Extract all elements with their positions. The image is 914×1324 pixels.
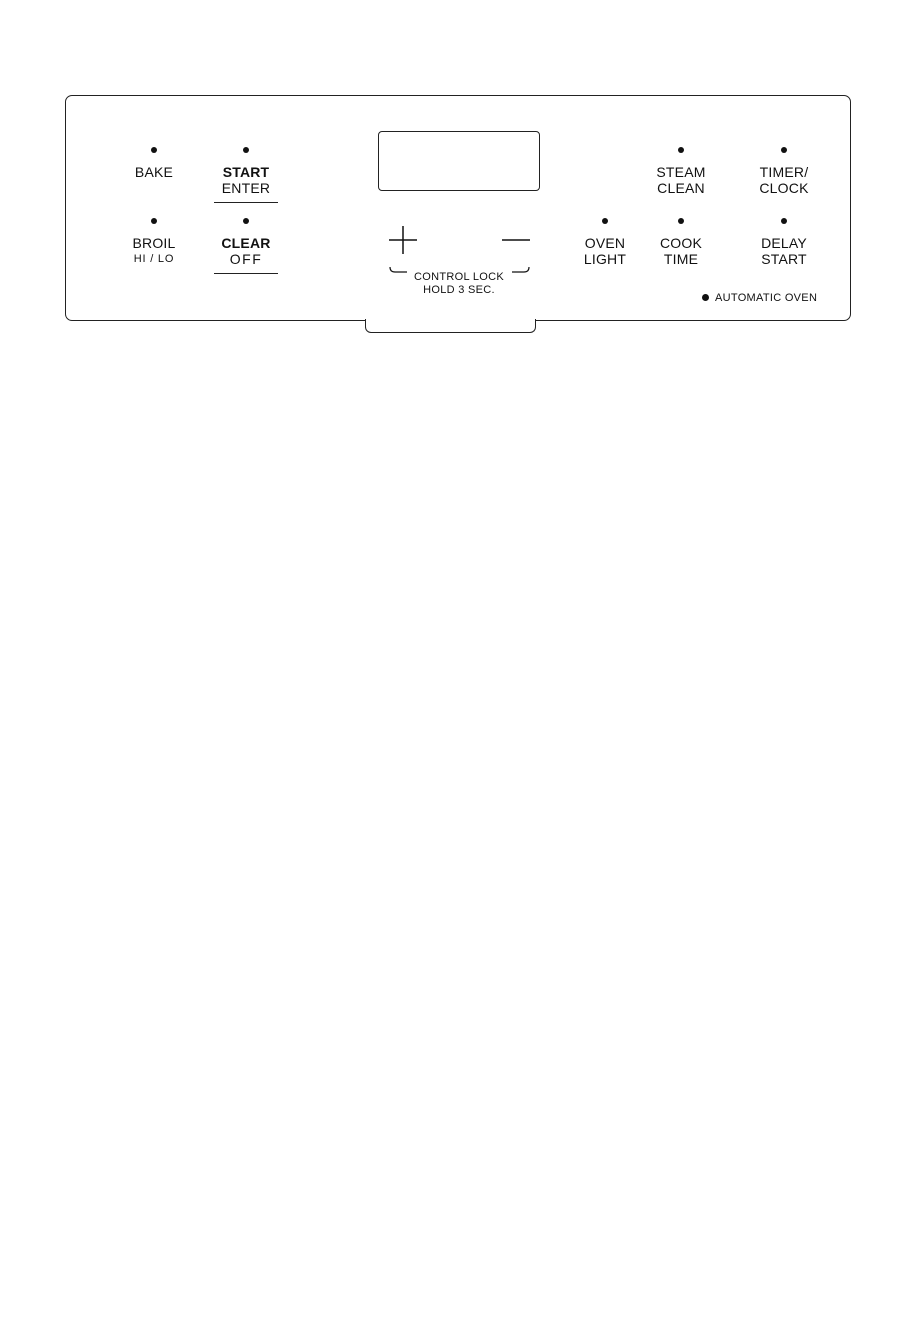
automatic-oven-indicator: AUTOMATIC OVEN (702, 291, 817, 305)
cook-label: COOK (631, 235, 731, 251)
start-label: START (734, 251, 834, 267)
timer-label: TIMER/ (734, 164, 834, 180)
broil-button[interactable]: BROIL HI / LO (104, 218, 204, 267)
indicator-light (678, 147, 684, 153)
bake-label: BAKE (104, 164, 204, 180)
display-window (378, 131, 540, 191)
start-enter-button[interactable]: START ENTER (196, 147, 296, 196)
control-lock-text: CONTROL LOCK (395, 271, 523, 284)
automatic-oven-label: AUTOMATIC OVEN (715, 292, 817, 304)
clock-label: CLOCK (734, 180, 834, 196)
clear-underline (214, 273, 278, 274)
indicator-light (602, 218, 608, 224)
clear-label: CLEAR (196, 235, 296, 251)
indicator-light (151, 218, 157, 224)
plus-icon[interactable] (389, 226, 417, 254)
indicator-light (151, 147, 157, 153)
indicator-light (243, 218, 249, 224)
steam-label: STEAM (631, 164, 731, 180)
indicator-light (781, 147, 787, 153)
cook-time-button[interactable]: COOK TIME (631, 218, 731, 267)
indicator-light (678, 218, 684, 224)
indicator-light (702, 294, 709, 301)
timer-clock-button[interactable]: TIMER/ CLOCK (734, 147, 834, 196)
hi-lo-label: HI / LO (104, 251, 204, 267)
bake-button[interactable]: BAKE (104, 147, 204, 180)
panel-tab (365, 319, 536, 333)
start-label: START (196, 164, 296, 180)
control-lock-label: CONTROL LOCK HOLD 3 SEC. (395, 271, 523, 297)
indicator-light (781, 218, 787, 224)
start-underline (214, 202, 278, 203)
hold-3-sec-text: HOLD 3 SEC. (395, 284, 523, 297)
delay-label: DELAY (734, 235, 834, 251)
enter-label: ENTER (196, 180, 296, 196)
time-label: TIME (631, 251, 731, 267)
off-label: OFF (196, 251, 296, 267)
indicator-light (243, 147, 249, 153)
delay-start-button[interactable]: DELAY START (734, 218, 834, 267)
clear-off-button[interactable]: CLEAR OFF (196, 218, 296, 267)
minus-icon[interactable] (502, 226, 530, 254)
broil-label: BROIL (104, 235, 204, 251)
clean-label: CLEAN (631, 180, 731, 196)
steam-clean-button[interactable]: STEAM CLEAN (631, 147, 731, 196)
